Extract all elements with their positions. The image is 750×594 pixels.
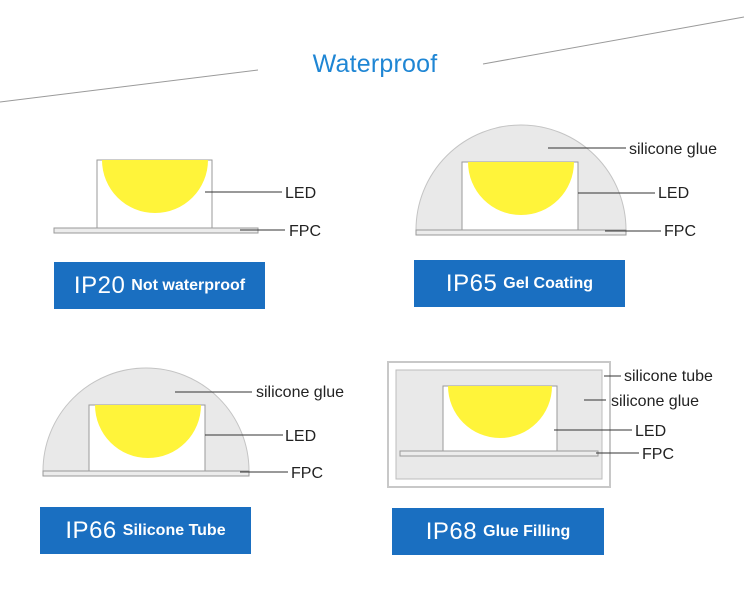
label-led: LED (285, 428, 316, 445)
panel-ip66-diagram: silicone glue LED FPC (42, 367, 344, 482)
badge-ip65: IP65 Gel Coating (414, 260, 625, 307)
badge-desc: Silicone Tube (122, 521, 226, 539)
fpc-strip (42, 470, 250, 477)
badge-code: IP68 (425, 517, 478, 545)
label-silicone-glue: silicone glue (611, 393, 699, 410)
led-phosphor (468, 162, 574, 215)
page-title: Waterproof (312, 50, 438, 78)
badge-ip20: IP20 Not waterproof (54, 262, 265, 309)
label-fpc: FPC (642, 446, 674, 463)
badge-code: IP20 (73, 271, 126, 299)
label-fpc: FPC (289, 223, 321, 240)
badge-desc: Gel Coating (503, 274, 594, 292)
fpc-strip (53, 227, 259, 234)
label-silicone-tube: silicone tube (624, 368, 713, 385)
label-fpc: FPC (664, 223, 696, 240)
badge-code: IP65 (445, 269, 498, 297)
fpc-strip (415, 229, 627, 236)
led-phosphor (95, 405, 201, 458)
badge-desc: Glue Filling (483, 522, 571, 540)
header-line-left (0, 69, 259, 103)
badge-code: IP66 (65, 516, 117, 544)
header-line-right (482, 16, 745, 65)
label-fpc: FPC (291, 465, 323, 482)
label-led: LED (285, 185, 316, 202)
badge-ip68: IP68 Glue Filling (392, 508, 604, 555)
badge-desc: Not waterproof (131, 276, 246, 294)
badge-ip66: IP66 Silicone Tube (40, 507, 251, 554)
fpc-strip (399, 450, 599, 457)
led-phosphor (448, 386, 552, 438)
panel-ip65-diagram: silicone glue LED FPC (415, 124, 717, 240)
label-led: LED (658, 185, 689, 202)
label-silicone-glue: silicone glue (256, 384, 344, 401)
panel-ip20-diagram: LED FPC (53, 159, 321, 240)
label-silicone-glue: silicone glue (629, 141, 717, 158)
led-phosphor (102, 160, 208, 213)
panel-ip68-diagram: silicone tube silicone glue LED FPC (387, 361, 713, 488)
label-led: LED (635, 423, 666, 440)
